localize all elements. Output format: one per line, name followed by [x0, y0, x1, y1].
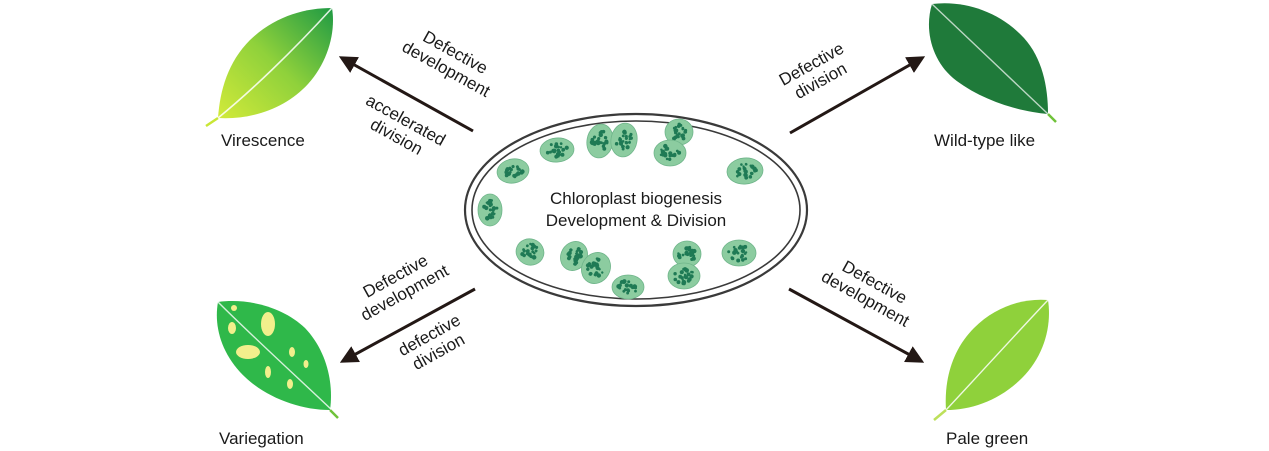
chloroplast [667, 262, 701, 290]
chloroplast [496, 158, 530, 184]
leaf-pale-green-icon [933, 299, 1049, 421]
center-label-line2: Development & Division [546, 211, 726, 230]
phenotype-label-pale-green: Pale green [946, 429, 1028, 448]
leaf-variegation-icon [216, 301, 339, 419]
leaf-virescence-icon [205, 7, 333, 128]
chloroplast [721, 239, 757, 267]
phenotype-label-variegation: Variegation [219, 429, 304, 448]
chloroplast [515, 238, 545, 266]
cell: Chloroplast biogenesis Development & Div… [463, 112, 809, 308]
cell-wall-outer [463, 112, 809, 308]
chloroplast [539, 137, 575, 163]
arrow-to-pale-green [788, 287, 925, 363]
chloroplast [672, 240, 702, 268]
chloroplast [586, 123, 614, 159]
phenotype-label-virescence: Virescence [221, 131, 305, 150]
chloroplast [477, 193, 503, 227]
arrow-to-variegation [339, 287, 476, 363]
arrow-to-virescence [338, 56, 474, 133]
leaf-wild-type-icon [928, 3, 1057, 123]
arrow-to-wild-type [789, 56, 926, 135]
center-label-line1: Chloroplast biogenesis [550, 189, 722, 208]
chloroplast [726, 157, 764, 185]
chloroplast [581, 252, 611, 284]
chloroplast [664, 118, 694, 146]
variegation-spots [228, 305, 309, 389]
chloroplast [611, 274, 645, 300]
chloroplast [560, 241, 588, 271]
chloroplasts [477, 118, 764, 300]
phenotype-label-wild-type: Wild-type like [934, 131, 1035, 150]
chloroplast [653, 139, 687, 167]
chloroplast [610, 122, 638, 158]
cell-wall-inner [471, 120, 801, 300]
